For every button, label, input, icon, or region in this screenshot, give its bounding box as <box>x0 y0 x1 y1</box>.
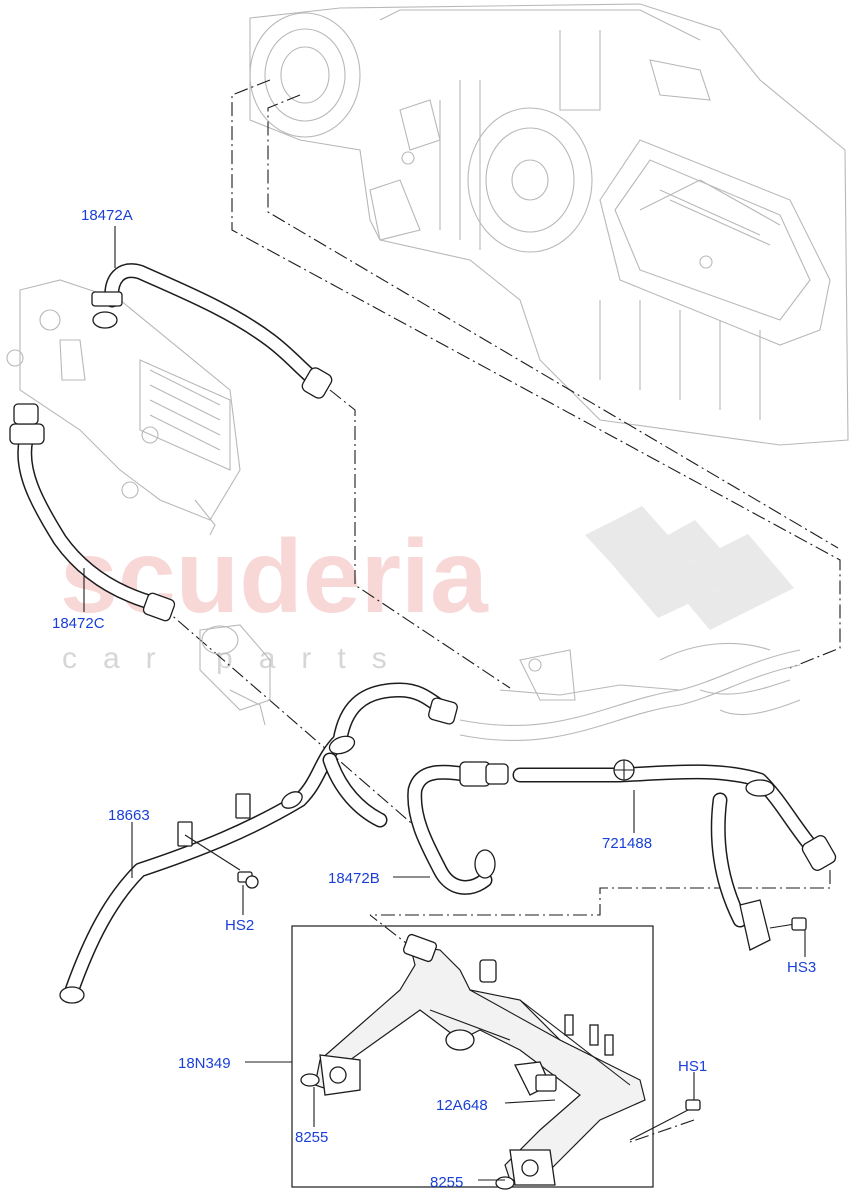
hvac-unit-drawing <box>249 3 849 446</box>
hose-18472c <box>9 403 176 622</box>
callout-hs2: HS2 <box>225 917 254 934</box>
callout-18472b: 18472B <box>328 870 380 887</box>
callout-18663: 18663 <box>108 807 150 824</box>
checkered-flag-graphic <box>585 506 794 630</box>
hose-18663 <box>59 682 458 1004</box>
coolant-pump <box>199 624 271 726</box>
callout-hs3: HS3 <box>787 959 816 976</box>
watermark: scuderia car parts <box>60 506 794 675</box>
callout-12a648: 12A648 <box>436 1097 488 1114</box>
callout-8255-lower: 8255 <box>430 1174 463 1191</box>
callout-8255-upper: 8255 <box>295 1129 328 1146</box>
hose-18472a <box>91 263 333 399</box>
callout-18472a: 18472A <box>81 207 133 224</box>
sensor-12a648 <box>504 1061 557 1104</box>
faint-hose-routing <box>459 642 801 742</box>
clip-8255-upper <box>300 1073 320 1127</box>
bolt-hs2 <box>184 834 259 889</box>
callout-721488: 721488 <box>602 835 652 852</box>
bolt-hs3 <box>769 917 807 931</box>
pipe-721488 <box>512 759 837 951</box>
clip-8255-lower <box>495 1176 515 1190</box>
manifold-18n349 <box>314 933 646 1186</box>
bolt-hs1 <box>629 1075 701 1141</box>
callout-hs1: HS1 <box>678 1058 707 1075</box>
watermark-subtitle: car parts <box>62 642 413 675</box>
callout-18n349: 18N349 <box>178 1055 231 1072</box>
watermark-brand: scuderia <box>60 519 489 635</box>
callout-18472c: 18472C <box>52 615 105 632</box>
hose-18472b <box>407 761 509 895</box>
leader-lines <box>159 79 841 1143</box>
callout-labels: 18472A 18472C 18663 HS2 18472B 721488 HS… <box>52 207 816 1191</box>
inset-frame <box>291 925 654 1188</box>
callout-leaders <box>83 226 806 1181</box>
